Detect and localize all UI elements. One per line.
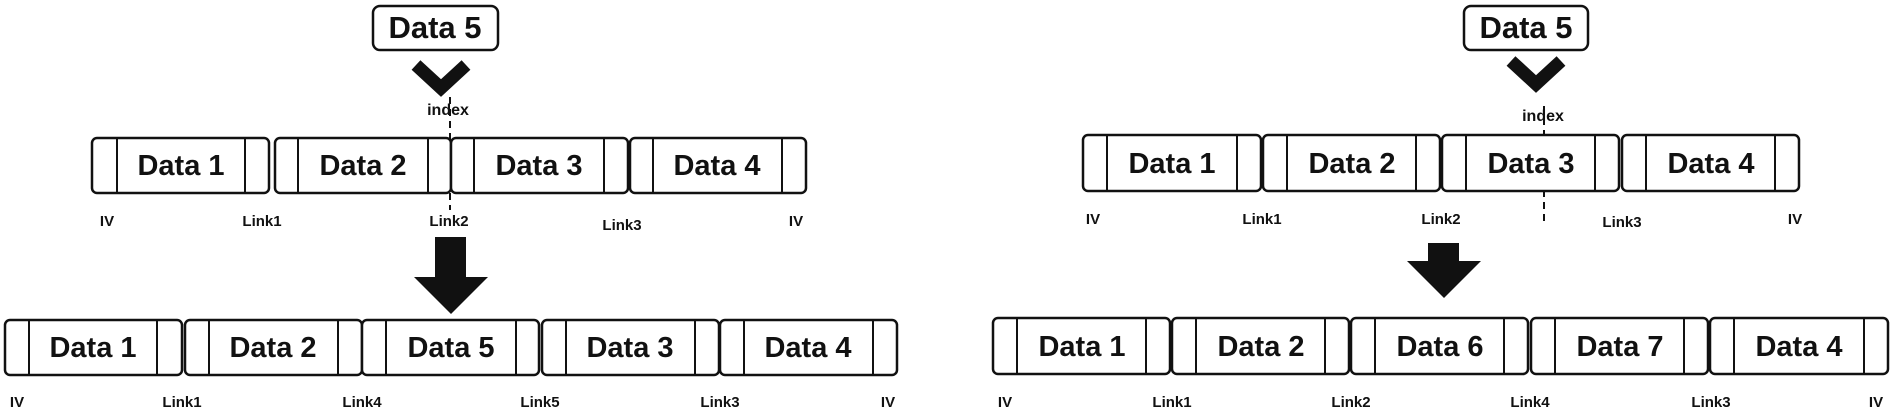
left-after-block-1: Data 1 <box>3 318 184 377</box>
left-before-block-3: Data 3 <box>449 136 630 195</box>
left-before-block-label: Data 3 <box>495 150 582 182</box>
right-after-link-label: IV <box>1869 394 1883 411</box>
right-after-block-label: Data 6 <box>1396 331 1483 363</box>
left-before-block-label: Data 1 <box>137 150 224 182</box>
left-after-block-label: Data 1 <box>49 332 136 364</box>
left-after-block-label: Data 4 <box>764 332 851 364</box>
left-before-link-label: IV <box>100 213 114 230</box>
left-chevron-down-icon <box>411 60 471 97</box>
right-before-block-4: Data 4 <box>1620 133 1801 193</box>
right-after-block-label: Data 4 <box>1755 331 1842 363</box>
right-before-link-label: IV <box>1788 211 1802 228</box>
right-after-block-5: Data 4 <box>1708 316 1890 376</box>
left-before-block-label: Data 2 <box>319 150 406 182</box>
right-after-block-1: Data 1 <box>991 316 1172 376</box>
right-before-row: Data 1 Data 2 Data 3 Data 4 IV Lin <box>1081 133 1802 231</box>
left-after-link-label: IV <box>10 394 24 411</box>
right-before-block-label: Data 3 <box>1487 148 1574 180</box>
left-before-link-label: Link2 <box>429 213 468 230</box>
left-after-link-label: Link4 <box>342 394 382 411</box>
left-before-row: Data 1 Data 2 Data 3 Data 4 IV Lin <box>90 136 808 234</box>
left-after-link-label: Link3 <box>700 394 739 411</box>
left-after-block-5: Data 4 <box>718 318 899 377</box>
right-chevron-down-icon <box>1506 56 1566 93</box>
left-after-block-label: Data 5 <box>407 332 494 364</box>
left-before-link-label: IV <box>789 213 803 230</box>
left-after-row: Data 1 Data 2 Data 5 Data 3 <box>3 318 899 411</box>
right-before-block-label: Data 1 <box>1128 148 1215 180</box>
left-panel: Data 5 index Data 1 Data 2 <box>3 4 899 411</box>
right-insert-label: Data 5 <box>1479 10 1572 45</box>
left-after-block-4: Data 3 <box>540 318 721 377</box>
right-before-link-label: Link2 <box>1421 211 1460 228</box>
right-before-link-label: Link3 <box>1602 214 1641 231</box>
left-before-block-label: Data 4 <box>673 150 760 182</box>
right-panel: Data 5 index Data 1 Data 2 <box>991 4 1890 411</box>
right-after-block-label: Data 2 <box>1217 331 1304 363</box>
right-after-block-label: Data 1 <box>1038 331 1125 363</box>
left-before-link-label: Link3 <box>602 217 641 234</box>
left-before-link-label: Link1 <box>242 213 281 230</box>
right-after-link-label: Link2 <box>1331 394 1370 411</box>
left-before-block-2: Data 2 <box>273 136 453 195</box>
right-after-block-2: Data 2 <box>1170 316 1351 376</box>
right-down-arrow-icon <box>1407 243 1481 298</box>
left-index-label: index <box>427 102 469 119</box>
right-after-block-label: Data 7 <box>1576 331 1663 363</box>
left-before-block-1: Data 1 <box>90 136 271 195</box>
right-before-link-label: IV <box>1086 211 1100 228</box>
right-insert-box <box>1462 4 1590 52</box>
right-before-block-label: Data 2 <box>1308 148 1395 180</box>
left-after-block-label: Data 3 <box>586 332 673 364</box>
left-after-block-label: Data 2 <box>229 332 316 364</box>
left-down-arrow-icon <box>414 237 488 314</box>
right-after-row: Data 1 Data 2 Data 6 Data 7 <box>991 316 1890 411</box>
right-after-block-3: Data 6 <box>1349 316 1530 376</box>
left-after-block-2: Data 2 <box>183 318 364 377</box>
left-after-link-label: IV <box>881 394 895 411</box>
left-after-block-3: Data 5 <box>360 318 541 377</box>
right-before-block-label: Data 4 <box>1667 148 1754 180</box>
left-before-block-4: Data 4 <box>628 136 808 195</box>
right-before-link-label: Link1 <box>1242 211 1281 228</box>
right-after-block-4: Data 7 <box>1529 316 1710 376</box>
left-after-link-label: Link1 <box>162 394 201 411</box>
right-before-block-3: Data 3 <box>1440 133 1621 193</box>
right-index-label: index <box>1522 108 1564 125</box>
left-insert-box <box>371 4 500 52</box>
right-after-link-label: Link4 <box>1510 394 1550 411</box>
right-before-block-2: Data 2 <box>1261 133 1442 193</box>
left-after-link-label: Link5 <box>520 394 559 411</box>
left-insert-label: Data 5 <box>388 10 481 45</box>
right-before-block-1: Data 1 <box>1081 133 1263 193</box>
right-after-link-label: Link1 <box>1152 394 1191 411</box>
right-after-link-label: Link3 <box>1691 394 1730 411</box>
right-after-link-label: IV <box>998 394 1012 411</box>
